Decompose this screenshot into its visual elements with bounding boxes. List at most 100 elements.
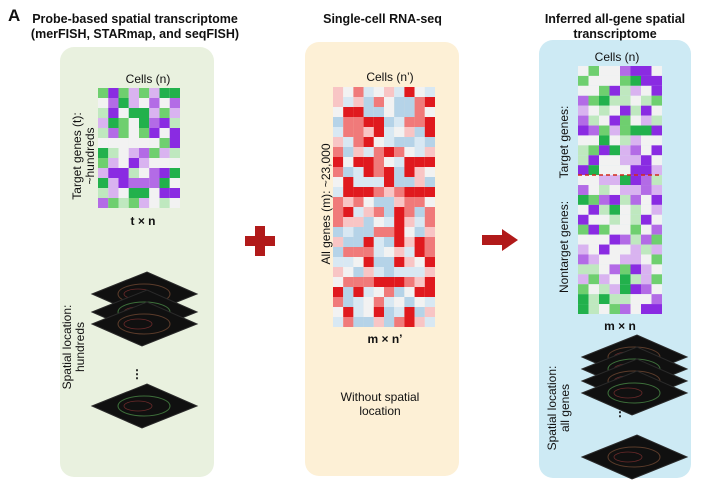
right-heatmap-cell: [578, 274, 589, 285]
right-nontarget-label: Nontarget genes:: [557, 200, 571, 294]
middle-heatmap-cell: [414, 177, 425, 187]
middle-heatmap-cell: [404, 157, 415, 167]
middle-heatmap-cell: [384, 197, 395, 207]
right-heatmap-cell: [599, 185, 610, 195]
middle-heatmap-cell: [414, 87, 425, 97]
middle-heatmap-cell: [373, 307, 384, 317]
right-heatmap-cell: [588, 204, 599, 215]
left-heatmap-cell: [139, 118, 150, 128]
middle-heatmap-cell: [394, 237, 405, 247]
right-heatmap-cell: [609, 304, 620, 314]
middle-heatmap-cell: [414, 237, 425, 247]
middle-heatmap-cell: [353, 117, 364, 127]
middle-title: Single-cell RNA-seq: [323, 12, 442, 26]
middle-heatmap-cell: [353, 227, 364, 237]
right-heatmap-cell: [599, 224, 610, 235]
middle-heatmap-cell: [373, 197, 384, 207]
middle-heatmap-cell: [414, 297, 425, 307]
middle-heatmap-cell: [404, 207, 415, 217]
middle-heatmap-cell: [373, 97, 384, 107]
middle-heatmap-cell: [394, 297, 405, 307]
right-heatmap-cell: [641, 165, 652, 176]
left-heatmap-cell: [118, 148, 129, 158]
plus-icon-v: [255, 226, 265, 256]
right-heatmap-cell: [578, 185, 589, 195]
middle-heatmap-cell: [414, 307, 425, 317]
right-heatmap-cell: [599, 304, 610, 314]
middle-heatmap-cell: [373, 257, 384, 267]
left-heatmap-cell: [108, 178, 119, 188]
left-heatmap-cell: [108, 188, 119, 198]
middle-heatmap-cell: [373, 157, 384, 167]
right-heatmap-cell: [599, 115, 610, 126]
middle-heatmap-cell: [353, 287, 364, 297]
left-heatmap-cell: [118, 198, 129, 208]
middle-heatmap-cell: [343, 137, 354, 147]
middle-heatmap-cell: [353, 157, 364, 167]
left-heatmap-cell: [169, 88, 180, 98]
middle-heatmap-cell: [394, 97, 405, 107]
right-heatmap-cell: [630, 85, 641, 96]
left-heatmap-cell: [139, 88, 150, 98]
right-heatmap-cell: [578, 224, 589, 235]
right-heatmap-cell: [578, 204, 589, 215]
right-heatmap-cell: [609, 155, 620, 166]
right-heatmap-cell: [651, 165, 662, 176]
left-heatmap-cell: [108, 108, 119, 118]
right-heatmap-cell: [578, 194, 589, 205]
middle-heatmap-cell: [404, 177, 415, 187]
middle-heatmap-cell: [373, 147, 384, 157]
left-spatial-label: Spatial location: hundreds: [60, 292, 89, 402]
right-heatmap-cell: [641, 304, 652, 314]
left-tissue-slice: [90, 383, 199, 429]
right-heatmap-cell: [620, 125, 631, 136]
right-heatmap-cell: [620, 294, 631, 305]
middle-heatmap-cell: [414, 287, 425, 297]
right-heatmap-cell: [630, 105, 641, 116]
middle-heatmap-cell: [343, 217, 354, 227]
middle-heatmap-cell: [333, 87, 344, 97]
middle-heatmap-cell: [343, 297, 354, 307]
middle-heatmap-cell: [363, 237, 374, 247]
middle-heatmap-cell: [384, 157, 395, 167]
left-heatmap-cell: [159, 98, 170, 108]
right-tissue-slice: [580, 434, 689, 480]
middle-heatmap-cell: [363, 177, 374, 187]
left-heatmap-cell: [139, 148, 150, 158]
middle-heatmap-cell: [384, 167, 395, 177]
right-heatmap-cell: [630, 304, 641, 314]
middle-heatmap-cell: [353, 247, 364, 257]
middle-heatmap-cell: [333, 247, 344, 257]
left-heatmap-cell: [98, 158, 109, 168]
right-heatmap-cell: [609, 234, 620, 245]
right-heatmap-cell: [620, 274, 631, 285]
middle-heatmap-cell: [333, 217, 344, 227]
middle-heatmap-cell: [333, 177, 344, 187]
middle-heatmap-cell: [404, 287, 415, 297]
middle-heatmap-cell: [333, 207, 344, 217]
right-heatmap-cell: [630, 155, 641, 166]
middle-heatmap-cell: [424, 277, 435, 287]
left-title-line2: (merFISH, STARmap, and seqFISH): [30, 27, 240, 41]
right-heatmap-cell: [641, 284, 652, 295]
right-heatmap-cell: [620, 234, 631, 245]
middle-heatmap-cell: [373, 247, 384, 257]
middle-heatmap-cell: [394, 137, 405, 147]
left-heatmap-cell: [159, 168, 170, 178]
right-heatmap-cell: [630, 115, 641, 126]
left-heatmap-cell: [118, 108, 129, 118]
right-heatmap-cell: [588, 135, 599, 146]
middle-heatmap-cell: [404, 117, 415, 127]
middle-heatmap-cell: [394, 187, 405, 197]
left-heatmap-cell: [128, 188, 139, 198]
right-heatmap-cell: [588, 224, 599, 235]
middle-heatmap-cell: [373, 277, 384, 287]
middle-heatmap-cell: [404, 197, 415, 207]
middle-heatmap: [333, 87, 435, 327]
right-heatmap-cell: [588, 66, 599, 76]
right-heatmap-cell: [641, 185, 652, 195]
middle-heatmap-cell: [343, 277, 354, 287]
right-heatmap-cell: [578, 304, 589, 314]
middle-heatmap-cell: [343, 257, 354, 267]
middle-heatmap-cell: [363, 307, 374, 317]
